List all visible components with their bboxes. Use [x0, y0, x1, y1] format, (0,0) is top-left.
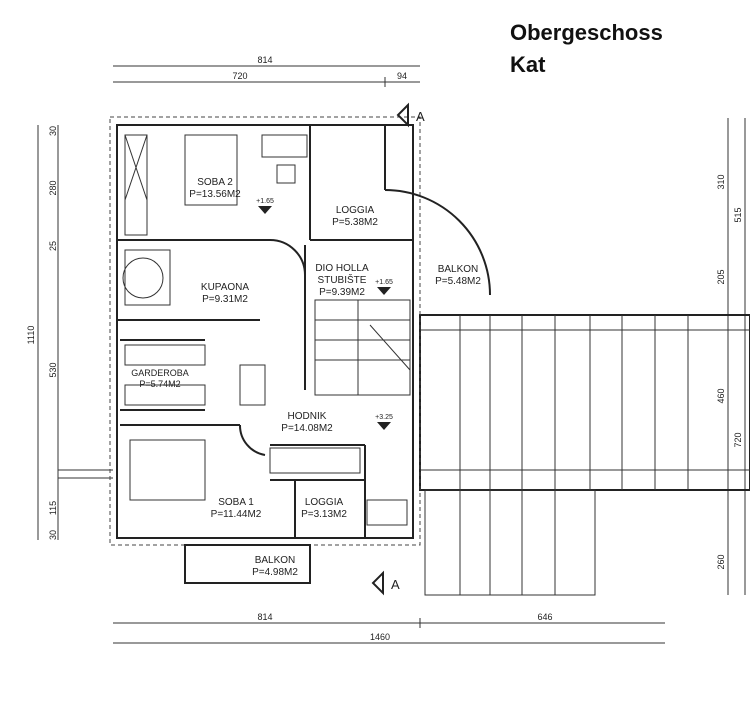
- section-label: A: [416, 109, 425, 124]
- dim-bottom-646: 646: [537, 612, 552, 622]
- level-marker: +1.65: [256, 198, 274, 205]
- dim-top-94: 94: [397, 71, 407, 81]
- room-area: P=5.74M2: [139, 379, 180, 389]
- level-markers: +1.65 +1.65 +3.25: [256, 198, 393, 430]
- level-arrow-icon: [377, 287, 391, 295]
- room-garderoba: GARDEROBA P=5.74M2: [131, 368, 189, 389]
- section-arrow-icon: [371, 570, 384, 596]
- section-arrow-icon: [396, 102, 409, 128]
- room-name: HODNIK: [288, 411, 327, 422]
- room-area: P=13.56M2: [189, 189, 241, 200]
- room-name: BALKON: [438, 264, 479, 275]
- dim-left-30: 30: [48, 126, 58, 136]
- room-name: LOGGIA: [336, 205, 375, 216]
- section-marker-top: A: [396, 102, 425, 128]
- room-name: LOGGIA: [305, 497, 344, 508]
- room-area: P=4.98M2: [252, 567, 298, 578]
- room-area: P=3.13M2: [301, 509, 347, 520]
- dim-left-25: 25: [48, 241, 58, 251]
- level-arrow-icon: [258, 206, 272, 214]
- room-soba-1: SOBA 1 P=11.44M2: [211, 497, 262, 520]
- room-balkon-lower: BALKON P=4.98M2: [252, 555, 298, 578]
- dim-right-310: 310: [716, 174, 726, 189]
- room-kupaona: KUPAONA P=9.31M2: [201, 282, 249, 305]
- room-balkon-upper: BALKON P=5.48M2: [435, 264, 481, 287]
- room-area: P=9.39M2: [319, 287, 365, 298]
- section-label: A: [391, 577, 400, 592]
- dim-top-720: 720: [232, 71, 247, 81]
- dim-left-30b: 30: [48, 530, 58, 540]
- room-name: KUPAONA: [201, 282, 249, 293]
- room-name: BALKON: [255, 555, 296, 566]
- room-area: P=9.31M2: [202, 294, 248, 305]
- plan-title: Obergeschoss: [510, 20, 663, 45]
- room-name: SOBA 1: [218, 497, 254, 508]
- dim-left-1110: 1110: [26, 326, 36, 345]
- dim-bottom-1460: 1460: [370, 632, 390, 642]
- terrace-structure: [419, 314, 750, 596]
- dim-right-260: 260: [716, 554, 726, 569]
- dimension-lines-top: 814 720 94: [113, 55, 420, 87]
- room-loggia-lower: LOGGIA P=3.13M2: [301, 497, 347, 520]
- room-name: GARDEROBA: [131, 368, 189, 378]
- room-area: P=11.44M2: [211, 509, 262, 520]
- dimension-lines-right: 310 515 205 460 720 260: [716, 118, 746, 595]
- level-marker: +3.25: [375, 414, 393, 421]
- building-walls: [109, 116, 491, 584]
- level-marker: +1.65: [375, 279, 393, 286]
- dim-left-530: 530: [48, 362, 58, 377]
- room-loggia-upper: LOGGIA P=5.38M2: [332, 205, 378, 228]
- dimension-lines-bottom: 814 646 1460: [113, 612, 665, 644]
- room-name-2: STUBIŠTE: [318, 273, 367, 286]
- room-dio-holla-stubiste: DIO HOLLA STUBIŠTE P=9.39M2: [315, 263, 369, 298]
- room-area: P=14.08M2: [281, 423, 333, 434]
- section-marker-bottom: A: [371, 570, 400, 596]
- room-hodnik: HODNIK P=14.08M2: [281, 411, 333, 434]
- dim-left-280: 280: [48, 180, 58, 195]
- dim-right-460: 460: [716, 388, 726, 403]
- room-name: DIO HOLLA: [315, 263, 369, 274]
- dim-left-115: 115: [48, 501, 58, 515]
- dim-right-720: 720: [733, 432, 743, 447]
- room-area: P=5.48M2: [435, 276, 481, 287]
- level-arrow-icon: [377, 422, 391, 430]
- dim-top-814: 814: [257, 55, 272, 65]
- dim-right-515: 515: [733, 207, 743, 222]
- dim-right-205: 205: [716, 269, 726, 284]
- dim-bottom-814: 814: [257, 612, 272, 622]
- room-name: SOBA 2: [197, 177, 233, 188]
- room-soba-2: SOBA 2 P=13.56M2: [189, 177, 241, 200]
- dimension-lines-left: 1110 30 280 25 530 115 30: [26, 125, 113, 540]
- plan-subtitle: Kat: [510, 52, 546, 77]
- room-area: P=5.38M2: [332, 217, 378, 228]
